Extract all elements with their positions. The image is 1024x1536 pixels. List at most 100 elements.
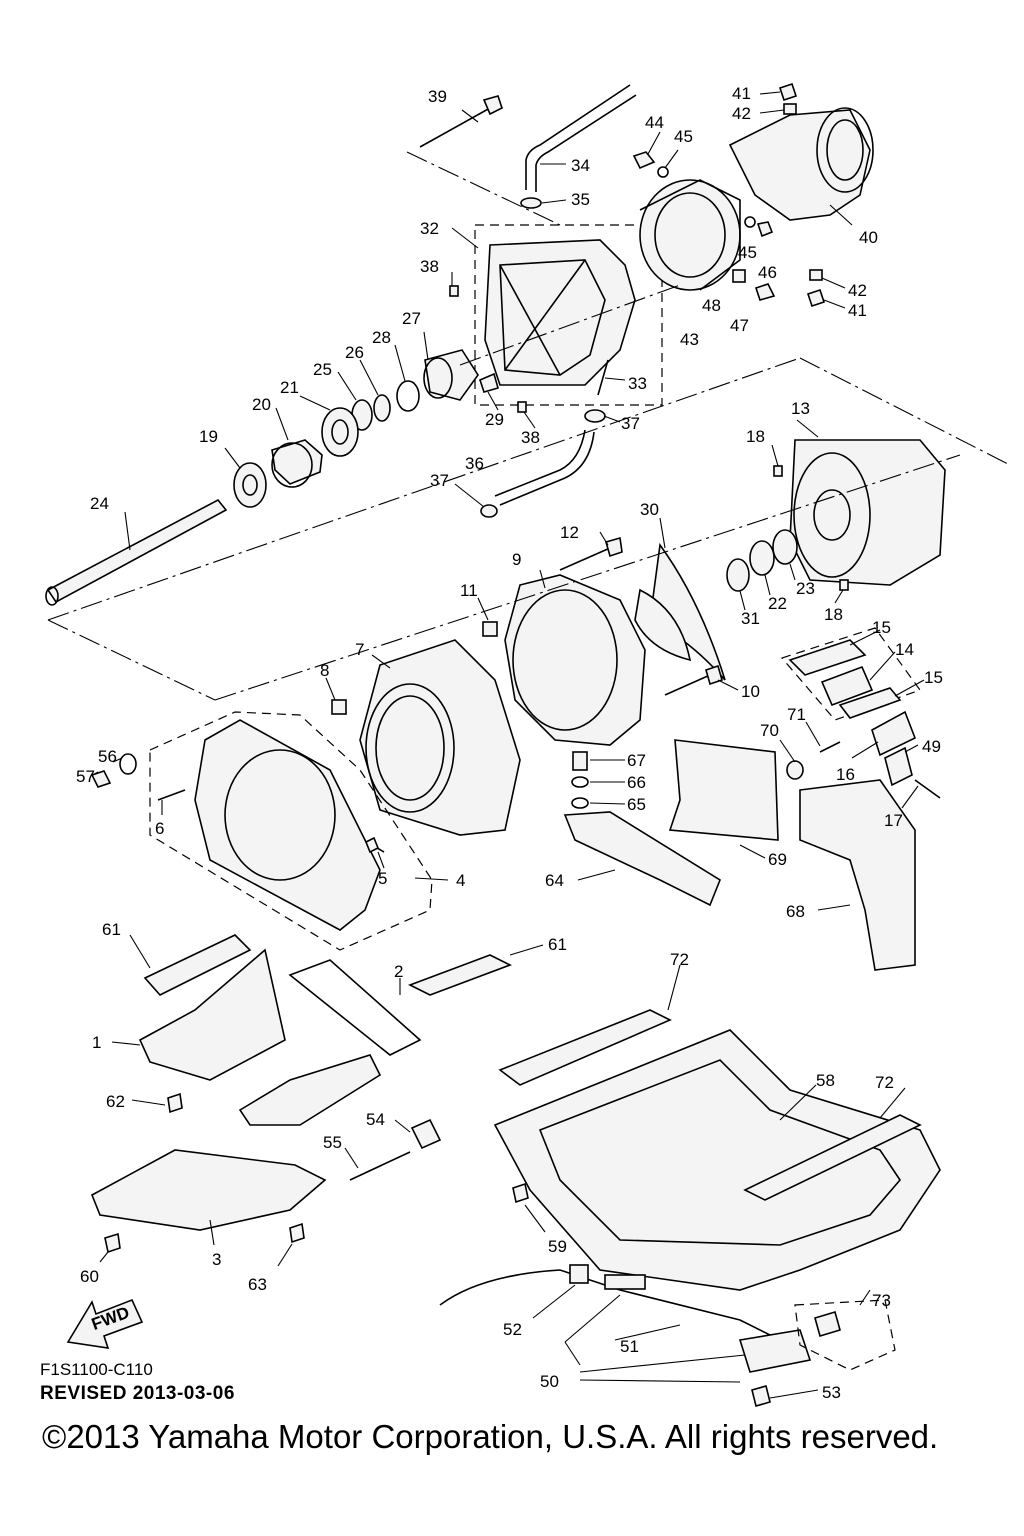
part-42-collar-lower	[809, 269, 823, 281]
part-26-seal	[373, 394, 391, 422]
callout-label: 45	[674, 127, 693, 146]
callout-label: 17	[884, 811, 903, 830]
part-58-grate-inner	[538, 1059, 902, 1246]
part-15-gasket-upper	[788, 639, 867, 676]
part-38-pin-lower	[517, 401, 527, 413]
part-27-liner	[423, 349, 479, 401]
callout-label: 24	[90, 494, 109, 513]
part-7-duct	[359, 639, 521, 836]
callout-label: 15	[872, 618, 891, 637]
part-17-bolt	[914, 779, 941, 799]
part-61-pad-right	[408, 954, 512, 996]
callout-label: 61	[548, 935, 567, 954]
callout-numbers: 39 41 42 44 45 34 35 40 32 45 46 38 42 4…	[76, 84, 943, 1402]
callout-label: 47	[730, 316, 749, 335]
assembly-lines	[47, 91, 1011, 1399]
callout-label: 6	[155, 819, 164, 838]
callout-label: 37	[430, 471, 449, 490]
part-28-o-ring	[396, 380, 420, 412]
copyright-notice: ©2013 Yamaha Motor Corporation, U.S.A. A…	[42, 1418, 939, 1455]
callout-label: 49	[922, 737, 941, 756]
callout-label: 29	[485, 410, 504, 429]
callout-label: 31	[741, 609, 760, 628]
part-50-fitting	[604, 1274, 646, 1290]
part-34-hose	[525, 84, 637, 192]
part-12-bolt	[559, 547, 611, 571]
part-67-bolt	[572, 751, 588, 771]
callout-label: 51	[620, 1337, 639, 1356]
callout-label: 30	[640, 500, 659, 519]
callout-label: 14	[895, 640, 914, 659]
part-55-tie	[349, 1151, 411, 1181]
group-73-frame	[794, 1299, 896, 1371]
callout-label: 33	[628, 374, 647, 393]
callout-label: 65	[627, 795, 646, 814]
part-70-grommet	[786, 760, 804, 780]
callout-label: 62	[106, 1092, 125, 1111]
callout-label: 7	[355, 640, 364, 659]
part-6-stud	[157, 789, 186, 801]
part-46-nut	[756, 221, 774, 238]
part-45-washer-upper	[657, 166, 669, 178]
part-65-washer	[571, 797, 589, 809]
callout-label: 64	[545, 871, 564, 890]
part-32-housing	[484, 239, 636, 386]
callout-label: 57	[76, 767, 95, 786]
callout-label: 69	[768, 850, 787, 869]
callout-label: 54	[366, 1110, 385, 1129]
callout-label: 68	[786, 902, 805, 921]
part-5-stud	[364, 836, 385, 854]
callout-label: 23	[796, 579, 815, 598]
callout-label: 34	[571, 156, 590, 175]
part-47-bolt	[754, 283, 776, 301]
part-63-bolt	[289, 1222, 305, 1244]
part-36-hose	[494, 429, 586, 497]
callout-label: 58	[816, 1071, 835, 1090]
part-23-seal	[772, 529, 798, 565]
callout-label: 48	[702, 296, 721, 315]
callout-label: 41	[732, 84, 751, 103]
part-49-bracket	[884, 746, 913, 787]
part-24-drive-shaft	[45, 498, 228, 606]
part-41-bolt-upper	[778, 82, 798, 102]
callout-label: 8	[320, 661, 329, 680]
callout-label: 50	[540, 1372, 559, 1391]
callout-label: 73	[872, 1291, 891, 1310]
callout-label: 38	[521, 428, 540, 447]
part-21-bearing-inner	[331, 419, 349, 445]
callout-label: 22	[768, 594, 787, 613]
part-72-rail-left	[498, 1009, 672, 1086]
callout-label: 15	[924, 668, 943, 687]
part-57-nut	[90, 770, 112, 788]
part-30-impeller	[634, 542, 726, 681]
callout-label: 43	[680, 330, 699, 349]
part-52-grommet	[569, 1264, 589, 1284]
callout-label: 4	[456, 871, 465, 890]
callout-label: 67	[627, 751, 646, 770]
callout-label: 42	[732, 104, 751, 123]
callout-label: 44	[645, 113, 664, 132]
part-54-clip	[410, 1118, 442, 1150]
callout-label: 21	[280, 378, 299, 397]
callout-label: 5	[378, 869, 387, 888]
part-44-bolt	[632, 151, 656, 170]
part-50-bracket	[738, 1329, 812, 1373]
callout-label: 3	[212, 1250, 221, 1269]
group-32-frame	[474, 224, 663, 406]
part-18-pin-upper	[773, 465, 783, 477]
part-drawings: FWD	[45, 82, 946, 1407]
part-71-bolt	[819, 741, 841, 753]
part-18-pin-lower	[839, 579, 849, 591]
part-73-fitting	[814, 1310, 841, 1338]
callout-label: 60	[80, 1267, 99, 1286]
revision-date: REVISED 2013-03-06	[40, 1383, 235, 1404]
part-64-rail	[563, 811, 721, 907]
part-13-housing	[789, 439, 946, 586]
callout-label: 53	[822, 1383, 841, 1402]
part-43-ring	[639, 179, 741, 291]
part-10-bolt	[664, 674, 711, 696]
callout-label: 35	[571, 190, 590, 209]
part-8-collar	[331, 699, 347, 715]
callout-label: 10	[741, 682, 760, 701]
part-19-bearing-inner	[242, 474, 258, 496]
